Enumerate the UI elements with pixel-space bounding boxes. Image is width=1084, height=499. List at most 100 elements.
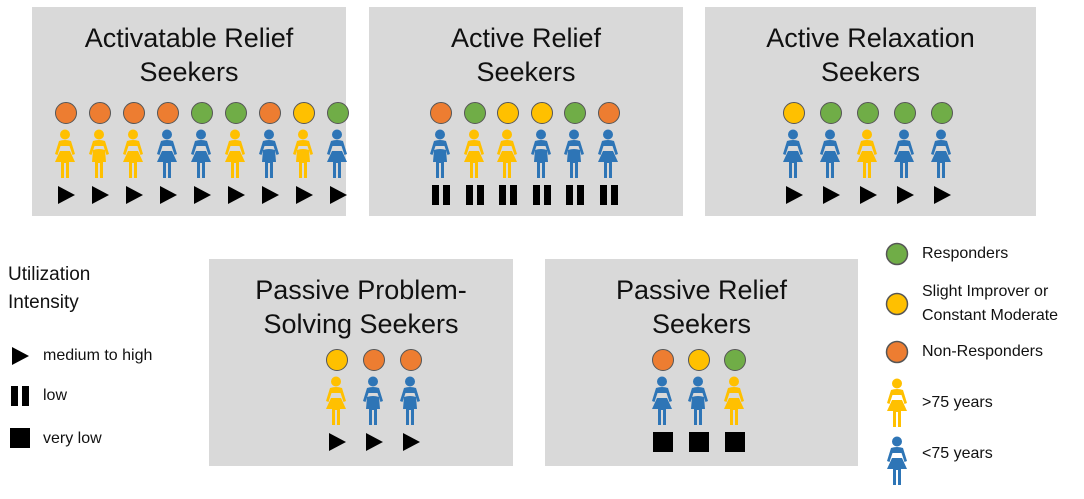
panel-activatable-relief: Activatable Relief Seekers	[32, 7, 349, 216]
member-slot	[393, 349, 429, 461]
low-intensity-icon	[464, 184, 486, 208]
person-icon	[51, 129, 79, 179]
legend-label-responder: Responders	[922, 244, 1008, 264]
medium-intensity-icon	[191, 184, 213, 208]
person-icon	[221, 129, 249, 179]
legend-label-non-responder: Non-Responders	[922, 342, 1043, 362]
panel-title-line: Active Relief	[450, 23, 602, 53]
person-icon	[85, 129, 113, 179]
panel-title-line: Active Relaxation	[766, 23, 975, 53]
person-icon	[359, 376, 387, 426]
person-icon	[594, 129, 622, 179]
legend-icon-responder	[885, 242, 909, 266]
medium-intensity-icon	[259, 184, 281, 208]
medium-intensity-icon	[820, 184, 842, 208]
outcome-dot	[123, 102, 145, 124]
member-slot	[319, 349, 355, 461]
panel-title: Active Relief Seekers	[369, 21, 683, 89]
member-slot	[356, 349, 392, 461]
legend-icon-older-person	[883, 378, 911, 428]
member-slot	[717, 349, 753, 461]
medium-intensity-icon	[157, 184, 179, 208]
person-icon	[322, 376, 350, 426]
outcome-dot	[783, 102, 805, 124]
legend-line: Slight Improver or	[922, 283, 1049, 300]
panel-title-line: Seekers	[476, 57, 576, 87]
outcome-dot	[363, 349, 385, 371]
panel-title-line: Seekers	[651, 309, 752, 339]
legend-icon-younger-person	[883, 436, 911, 486]
legend-label-medium: medium to high	[43, 347, 153, 364]
member-slot	[218, 102, 254, 214]
legend-title-line: Intensity	[8, 292, 79, 313]
member-slot	[490, 102, 526, 214]
legend-icon-low	[9, 385, 31, 407]
outcome-dot	[931, 102, 953, 124]
outcome-dot	[497, 102, 519, 124]
legend-line: >75 years	[922, 394, 993, 411]
member-slot	[557, 102, 593, 214]
legend-icon-medium	[9, 345, 31, 367]
outcome-dot	[191, 102, 213, 124]
medium-intensity-icon	[400, 431, 422, 455]
member-slot	[591, 102, 627, 214]
member-slot	[320, 102, 356, 214]
legend-label-older: >75 years	[922, 393, 993, 413]
panel-active-relief: Active Relief Seekers	[369, 7, 683, 216]
legend-title-line: Utilization	[8, 264, 91, 285]
person-icon	[493, 129, 521, 179]
legend-intensity-title: Utilization Intensity	[8, 261, 90, 317]
legend-line: Constant Moderate	[922, 307, 1059, 324]
person-icon	[153, 129, 181, 179]
outcome-dot	[157, 102, 179, 124]
legend-line: Responders	[922, 245, 1009, 262]
person-icon	[720, 376, 748, 426]
panel-title: Active Relaxation Seekers	[705, 21, 1036, 89]
low-intensity-icon	[531, 184, 553, 208]
low-intensity-icon	[564, 184, 586, 208]
legend-label-slight: Slight Improver or Constant Moderate	[922, 282, 1058, 326]
low-intensity-icon	[497, 184, 519, 208]
person-icon	[396, 376, 424, 426]
legend-label-low: low	[43, 387, 68, 404]
panel-passive-relief: Passive Relief Seekers	[545, 259, 858, 466]
medium-intensity-icon	[326, 431, 348, 455]
panel-title: Passive Problem- Solving Seekers	[209, 273, 513, 341]
low-intensity-icon	[430, 184, 452, 208]
outcome-dot	[894, 102, 916, 124]
outcome-dot	[225, 102, 247, 124]
outcome-dot	[463, 102, 486, 124]
person-icon	[527, 129, 555, 179]
outcome-dot	[326, 349, 348, 371]
medium-intensity-icon	[931, 184, 953, 208]
medium-intensity-icon	[293, 184, 315, 208]
member-slot	[48, 102, 84, 214]
medium-intensity-icon	[89, 184, 111, 208]
outcome-dot	[688, 349, 710, 371]
person-icon	[853, 129, 881, 179]
low-intensity-icon	[598, 184, 620, 208]
medium-intensity-icon	[55, 184, 77, 208]
outcome-dot	[430, 102, 452, 124]
panel-title-line: Seekers	[139, 57, 239, 87]
outcome-dot	[597, 102, 620, 124]
verylow-intensity-icon	[688, 431, 710, 455]
person-icon	[816, 129, 844, 179]
panel-active-relaxation: Active Relaxation Seekers	[705, 7, 1036, 216]
member-slot	[681, 349, 717, 461]
outcome-dot	[564, 102, 586, 124]
person-icon	[255, 129, 283, 179]
person-icon	[648, 376, 676, 426]
member-slot	[184, 102, 220, 214]
panel-title: Activatable Relief Seekers	[32, 21, 346, 89]
medium-intensity-icon	[327, 184, 349, 208]
verylow-intensity-icon	[724, 431, 746, 455]
outcome-dot	[724, 349, 746, 371]
panel-title-line: Seekers	[820, 57, 921, 87]
legend-label-very-low: very low	[43, 430, 102, 447]
panel-title-line: Passive Relief	[615, 275, 788, 305]
medium-intensity-icon	[783, 184, 805, 208]
panel-title-line: Solving Seekers	[263, 309, 459, 339]
outcome-dot	[259, 102, 281, 124]
person-icon	[779, 129, 807, 179]
